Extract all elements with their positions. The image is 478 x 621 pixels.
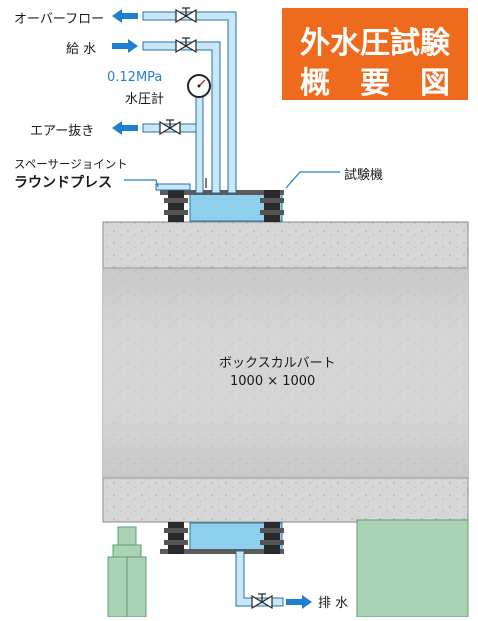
- pressure-gauge-label: 水圧計: [125, 92, 165, 107]
- valve-icon: [175, 7, 197, 24]
- air-vent-label: エアー抜き: [30, 124, 95, 139]
- valve-icon: [175, 37, 197, 54]
- bolt-icon: [164, 522, 188, 554]
- valve-icon: [251, 593, 273, 610]
- spacer-joint-label: スペーサージョイント: [14, 157, 128, 171]
- pressure-gauge-icon: [187, 74, 211, 98]
- title-line-1: 外水圧試験: [300, 26, 450, 61]
- arrow-right-icon: [286, 595, 312, 609]
- arrow-left-icon: [112, 9, 138, 23]
- hydraulic-cylinder: [107, 526, 147, 618]
- water-supply-label: 給 水: [66, 42, 97, 57]
- bolt-icon: [164, 190, 188, 222]
- title-box: 外水圧試験 概 要 図: [282, 8, 468, 101]
- bolt-icon: [260, 522, 284, 554]
- pressure-value-label: 0.12MPa: [107, 70, 163, 85]
- valve-icon: [159, 119, 181, 136]
- arrow-right-icon: [112, 39, 138, 53]
- box-culvert: [102, 221, 469, 523]
- overflow-label: オーバーフロー: [14, 12, 105, 27]
- culvert-name-label: ボックスカルバート: [219, 356, 336, 371]
- round-press-label: ラウンドプレス: [14, 175, 112, 191]
- leader-lines: [124, 171, 340, 189]
- culvert-size-label: 1000 × 1000: [230, 374, 316, 389]
- arrow-left-icon: [112, 121, 138, 135]
- drain-label: 排 水: [318, 596, 349, 611]
- bolt-icon: [260, 190, 284, 222]
- tester-label: 試験機: [344, 168, 384, 183]
- machine-base: [356, 519, 469, 618]
- title-line-2: 概 要 図: [300, 66, 450, 101]
